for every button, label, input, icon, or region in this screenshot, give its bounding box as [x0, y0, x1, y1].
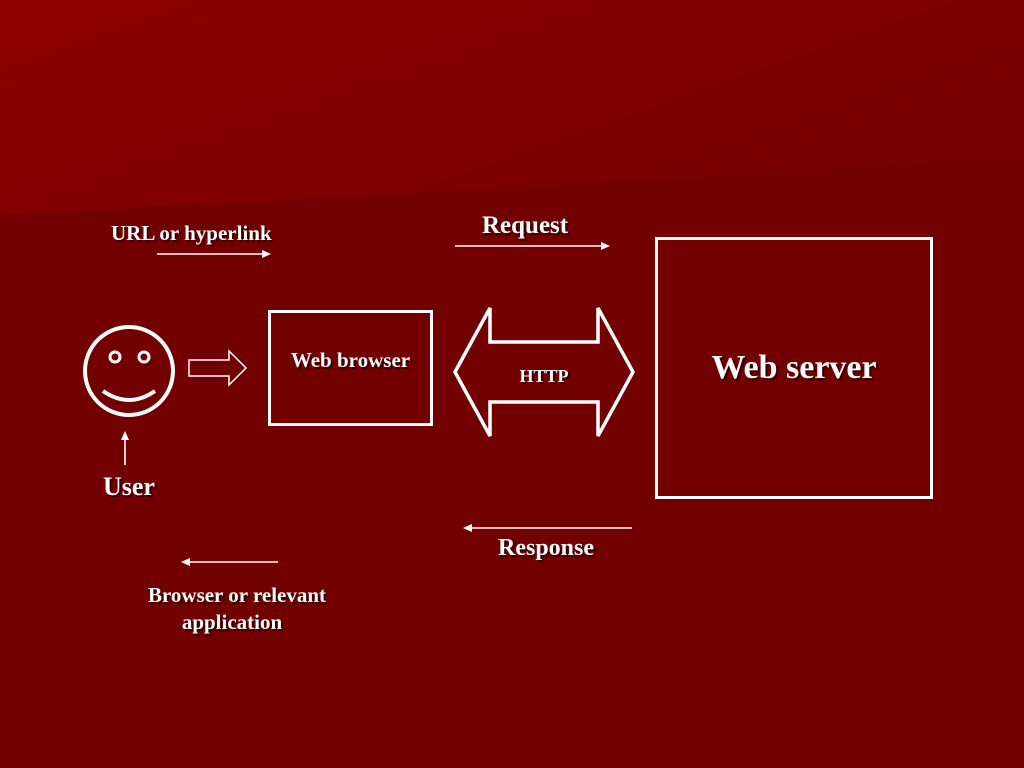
web-server-box — [655, 237, 933, 499]
user-up-arrow — [121, 431, 129, 465]
double-headed-block-arrow-icon — [453, 307, 635, 437]
url-arrow — [157, 250, 271, 258]
web-browser-box — [268, 310, 433, 426]
response-arrow — [463, 524, 632, 532]
browser-app-label-line1: Browser or relevant — [147, 583, 327, 607]
http-label: HTTP — [519, 366, 569, 386]
request-label: Request — [482, 212, 569, 239]
block-arrow-right-icon — [188, 349, 248, 387]
smiley-face-icon — [83, 325, 175, 417]
user-label: User — [103, 472, 155, 501]
browser-app-arrow — [181, 558, 278, 566]
web-browser-label: Web browser — [290, 348, 411, 372]
url-or-hyperlink-label: URL or hyperlink — [111, 221, 272, 245]
browser-app-label-line2: application — [181, 610, 283, 634]
web-server-label: Web server — [711, 349, 877, 386]
response-label: Response — [498, 535, 595, 561]
background-top-band — [0, 0, 1024, 215]
request-arrow — [455, 242, 610, 250]
